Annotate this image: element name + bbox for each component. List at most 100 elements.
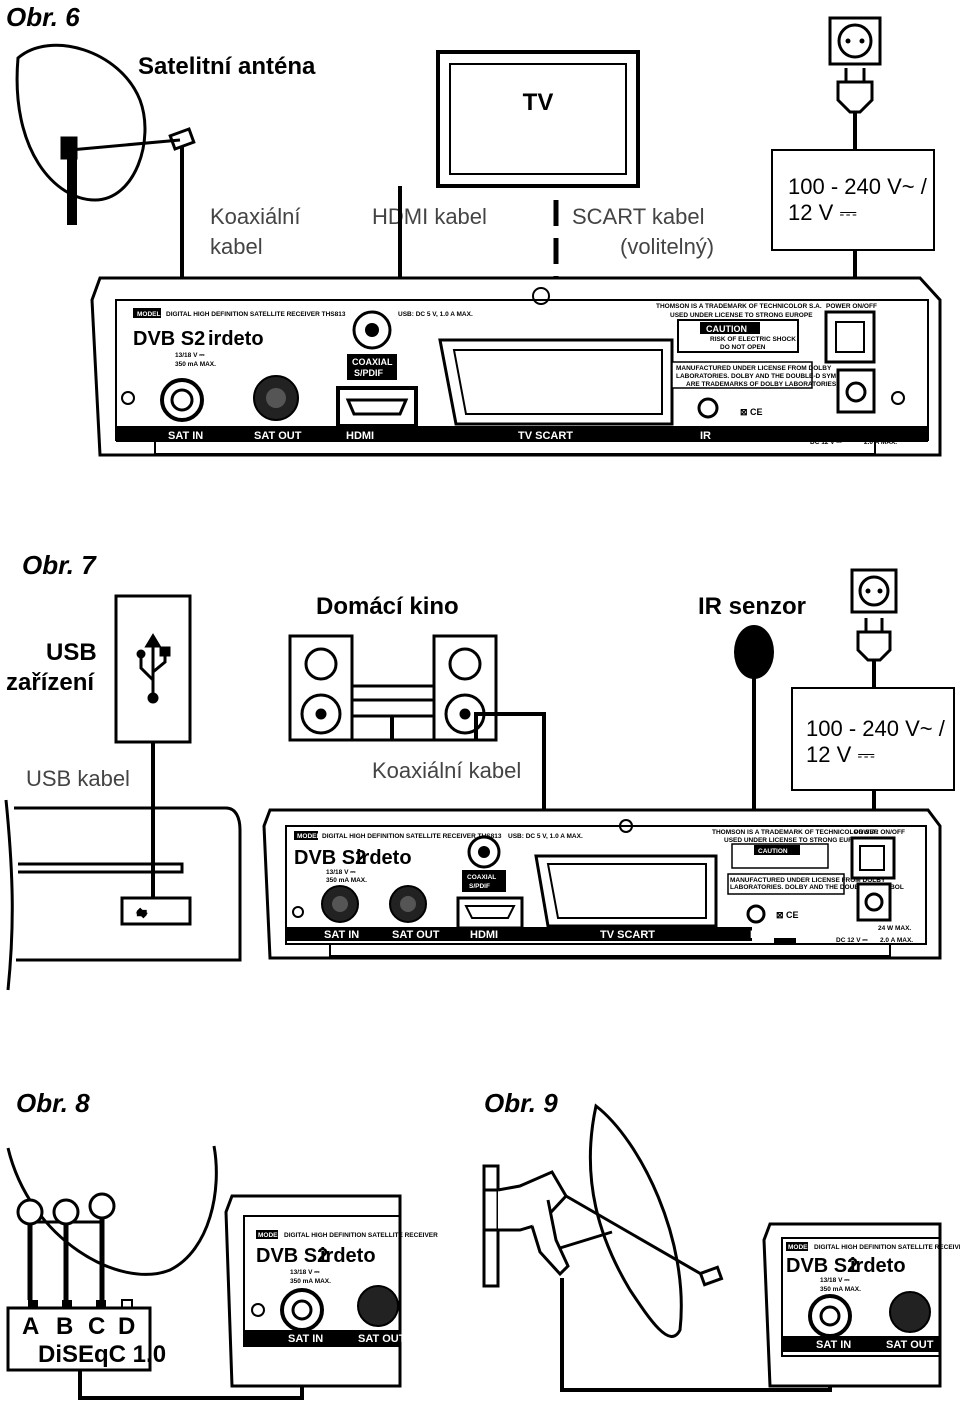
diseqc-port-c: C [88,1313,105,1340]
panel-thomson-line1: THOMSON IS A TRADEMARK OF TECHNICOLOR S.… [712,829,878,836]
receiver-rear-panel-fig7: MODEL DIGITAL HIGH DEFINITION SATELLITE … [262,808,942,960]
irdeto-logo: irdeto [208,328,264,350]
panel-lnb-current: 350 mA MAX. [290,1278,331,1285]
fig7-title: Obr. 7 [22,550,97,580]
panel-amp-max: 2.0 A MAX. [880,937,913,944]
irdeto-logo: irdeto [850,1255,906,1277]
motorized-dish-icon [482,1103,724,1338]
panel-model-desc: DIGITAL HIGH DEFINITION SATELLITE RECEIV… [322,833,502,840]
receiver-side-panel: ⇋ [4,799,242,991]
panel-lnb-voltage: 13/18 V ⎓ [290,1269,320,1276]
fig6-scart-label-2: (volitelný) [620,234,714,259]
panel-thomson-line2: USED UNDER LICENSE TO STRONG EUROPE [670,312,813,319]
weee-ce-marks: ⊠ CE [776,910,799,920]
panel-hdmi-label: HDMI [470,929,498,941]
panel-ir-label: IR [750,929,761,941]
panel-thomson-line2: USED UNDER LICENSE TO STRONG EUROPE [724,837,867,844]
panel-sat-in-label: SAT IN [816,1339,851,1351]
diseqc-port-a: A [22,1313,39,1340]
fig7-usb-cable-label: USB kabel [26,766,130,791]
dc-power-jack [856,882,892,922]
panel-lnb-voltage: 13/18 V ⎓ [175,352,205,359]
panel-lnb-voltage: 13/18 V ⎓ [326,869,356,876]
dvb-s2-logo: DVB S2 [133,328,205,350]
usb-port-icon: ⇋ [138,908,146,918]
panel-model-desc: DIGITAL HIGH DEFINITION SATELLITE RECEIV… [284,1232,438,1239]
panel-dolby-line1: MANUFACTURED UNDER LICENSE FROM DOLBY [730,877,886,884]
panel-model-tag: MODEL [297,833,321,840]
tv-icon: TV [436,50,640,188]
diseqc-port-d: D [118,1313,135,1340]
panel-tv-scart-label: TV SCART [600,929,655,941]
fig6-hdmi-label: HDMI kabel [372,204,487,229]
panel-spdif-label: S/PDIF [469,883,490,890]
panel-model-desc: DIGITAL HIGH DEFINITION SATELLITE RECEIV… [814,1244,960,1251]
panel-model-tag: MODEL [258,1232,282,1239]
fig7-coax-cable-label: Koaxiální kabel [372,758,521,783]
panel-sat-out-label: SAT OUT [392,929,440,941]
ir-port [697,397,719,419]
panel-sat-in-label: SAT IN [324,929,359,941]
panel-dolby-line2: LABORATORIES. DOLBY AND THE DOUBLE-D SYM… [730,884,904,891]
panel-power-label: POWER ON/OFF [826,303,877,310]
receiver-rear-panel-fig6: MODEL DIGITAL HIGH DEFINITION SATELLITE … [90,276,942,457]
fig6-psu-line2: 12 V ⎓ [788,200,857,225]
fig6-coax-label-2: kabel [210,234,263,259]
fig6-coax-label-1: Koaxiální [210,204,301,229]
hdmi-port [456,896,524,930]
diseqc-label: DiSEqC 1.0 [38,1341,166,1368]
panel-caution-label: CAUTION [758,848,788,855]
diseqc-switch: A B C D DiSEqC 1.0 [6,1299,166,1372]
power-plug-icon [836,68,874,150]
tv-label: TV [523,89,554,116]
panel-caution-line2: DO NOT OPEN [720,344,766,351]
panel-sat-out-label: SAT OUT [886,1339,934,1351]
panel-power-label: POWER ON/OFF [854,829,905,836]
dvb-s2-logo: DVB S2 [294,847,366,869]
sat-out-port [357,1285,399,1327]
fig8-title: Obr. 8 [16,1088,90,1118]
fig6-antenna-label: Satelitní anténa [138,53,316,80]
panel-usb-rating: USB: DC 5 V, 1.0 A MAX. [508,833,583,840]
fig7-ir-sensor: IR senzor [698,593,806,620]
panel-lnb-current: 350 mA MAX. [820,1286,861,1293]
weee-ce-marks: ⊠ CE [740,407,763,417]
receiver-rear-panel-fig9: MODEL DIGITAL HIGH DEFINITION SATELLITE … [762,1222,960,1388]
panel-sat-out-label: SAT OUT [358,1333,406,1345]
fig7-psu-line1: 100 - 240 V~ / [806,716,946,741]
ir-sensor-icon [734,625,774,679]
irdeto-logo: irdeto [356,847,412,869]
power-socket-icon [828,16,882,66]
panel-amp-max: 2.0 A MAX. [864,439,897,446]
panel-dc-voltage: DC 12 V ⎓ [810,439,842,446]
panel-usb-rating: USB: DC 5 V, 1.0 A MAX. [398,311,473,318]
panel-coaxial-label: COAXIAL [467,874,496,881]
fig6-title: Obr. 6 [6,2,80,32]
panel-watt-max: 24 W MAX. [878,925,911,932]
dvb-s2-logo: DVB S2 [256,1245,328,1267]
power-plug-icon [856,618,892,688]
panel-dc-voltage: DC 12 V ⎓ [836,937,868,944]
dvb-s2-logo: DVB S2 [786,1255,858,1277]
panel-dolby-line2: LABORATORIES. DOLBY AND THE DOUBLE-D SYM… [676,373,850,380]
panel-caution-line1: RISK OF ELECTRIC SHOCK [710,336,796,343]
panel-sat-in-label: SAT IN [168,430,203,442]
fig9-title: Obr. 9 [484,1088,558,1118]
panel-caution-label: CAUTION [706,324,747,334]
panel-coaxial-label: COAXIAL [352,357,393,367]
fig6-scart-label-1: SCART kabel [572,204,704,229]
usb-device-icon [114,594,192,744]
panel-lnb-voltage: 13/18 V ⎓ [820,1277,850,1284]
panel-model-desc: DIGITAL HIGH DEFINITION SATELLITE RECEIV… [166,311,346,318]
panel-thomson-line1: THOMSON IS A TRADEMARK OF TECHNICOLOR S.… [656,303,822,310]
scart-port [438,338,674,426]
diseqc-port-b: B [56,1313,73,1340]
panel-lnb-current: 350 mA MAX. [326,877,367,884]
fig7-home-cinema: Domácí kino [316,593,459,620]
satellite-dish-icon [15,43,196,225]
panel-model-tag: MODEL [788,1244,812,1251]
multi-lnb-dish-icon [6,1145,218,1300]
panel-sat-in-label: SAT IN [288,1333,323,1345]
panel-ir-label: IR [700,430,711,442]
